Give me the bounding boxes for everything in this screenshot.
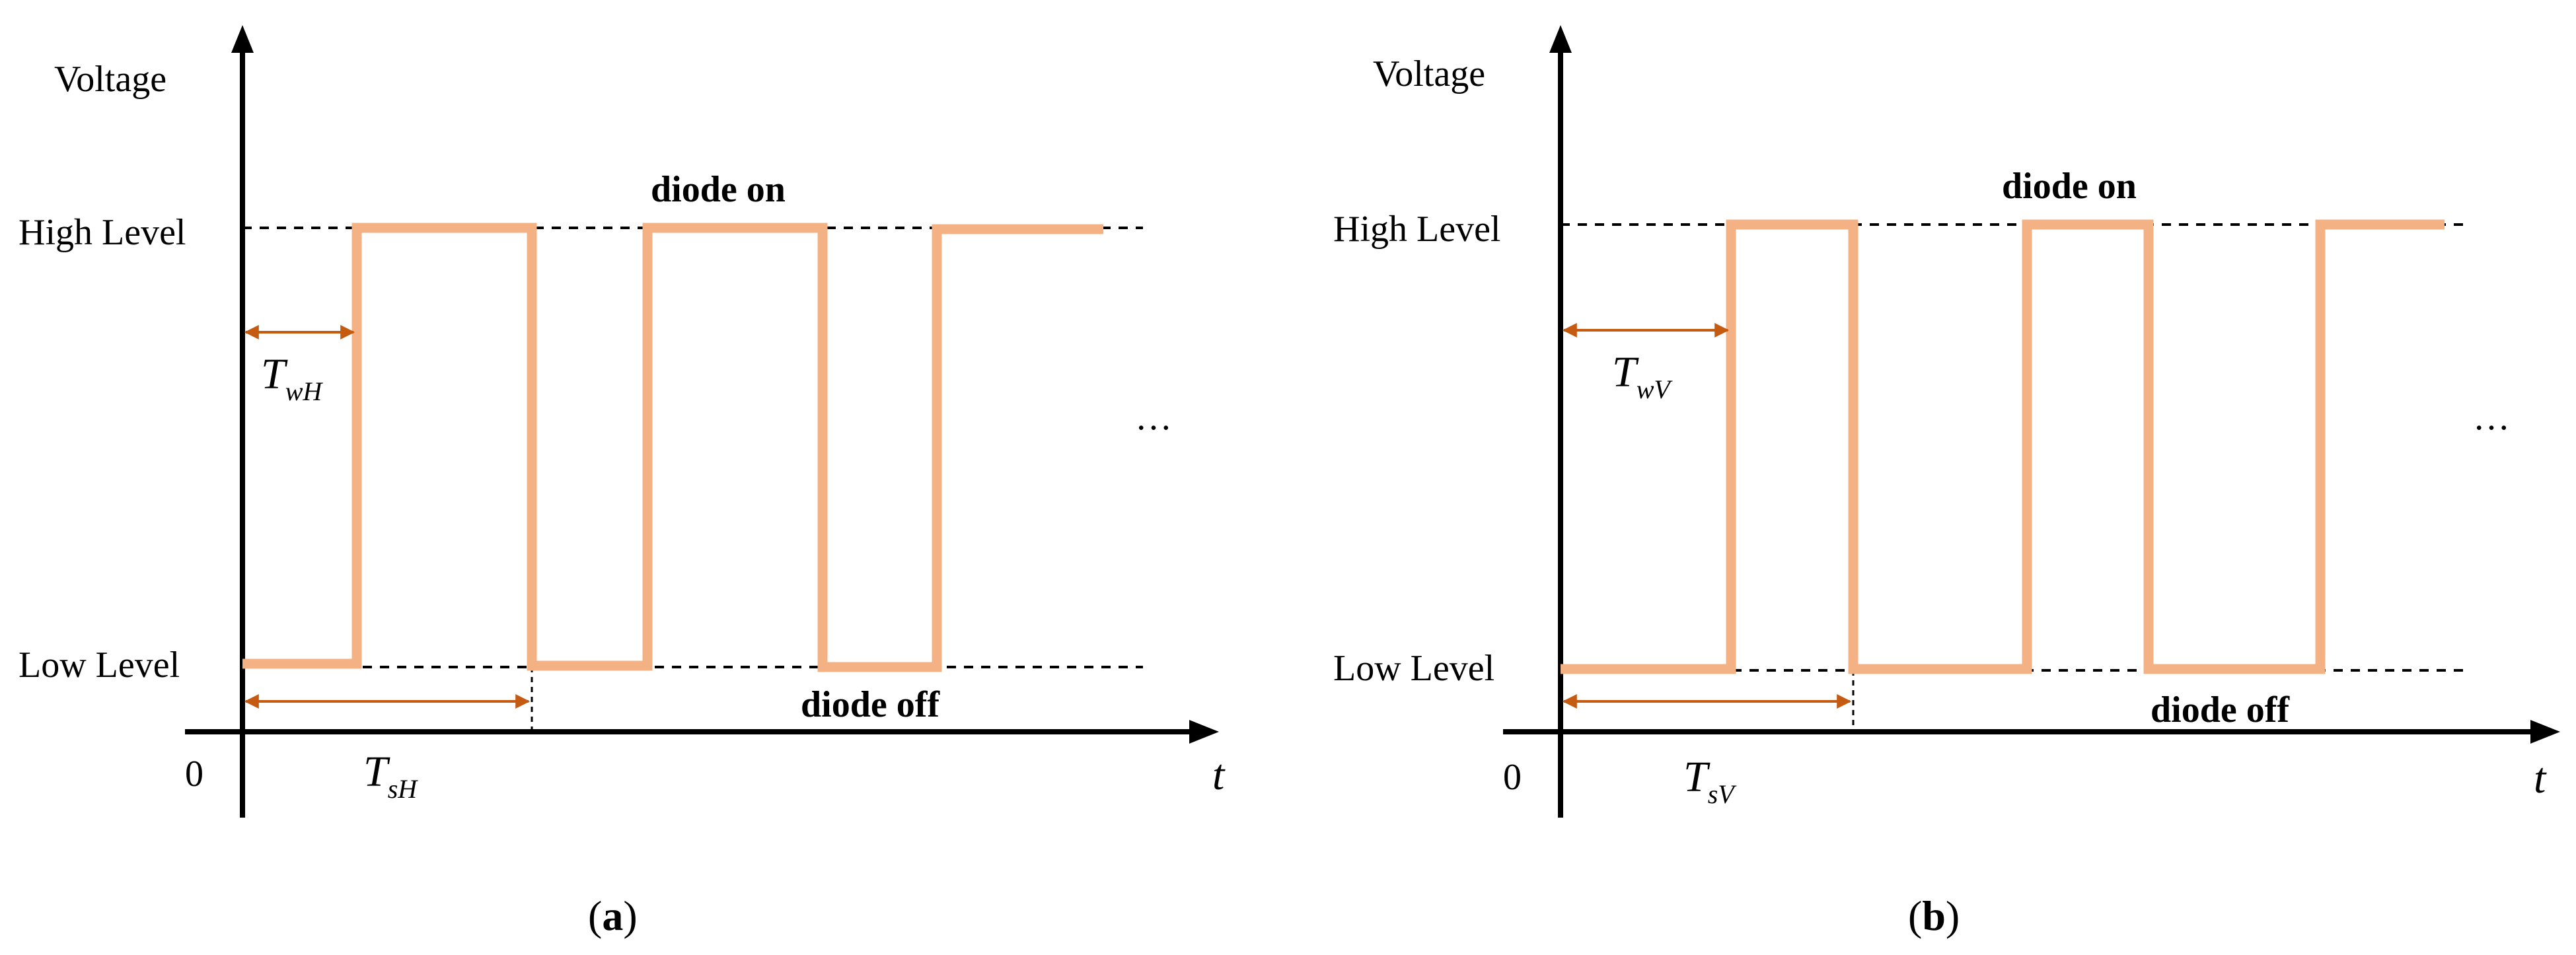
square-waveform-b: [1561, 219, 2445, 674]
high-level-label-b: High Level: [1333, 209, 1500, 250]
x-axis-arrowhead-b: [2530, 720, 2560, 744]
low-level-label-a: Low Level: [18, 645, 180, 686]
ellipsis-b: …: [2473, 397, 2510, 438]
x-axis-label-b: t: [2534, 754, 2547, 802]
ts-main-a: T: [363, 748, 390, 796]
tw-label-b: TwV: [1612, 348, 1673, 404]
tw-main-a: T: [261, 350, 288, 398]
caption-close-a: ): [623, 892, 637, 939]
caption-letter-a: a: [602, 892, 623, 939]
diode-on-label-a: diode on: [651, 169, 786, 210]
tw-sub-b: wV: [1637, 374, 1674, 404]
caption-close-b: ): [1946, 892, 1960, 939]
diode-off-label-b: diode off: [2151, 690, 2290, 730]
y-axis-arrowhead-b: [1549, 25, 1572, 53]
tw-label-a: TwH: [261, 350, 323, 406]
y-axis-arrowhead-a: [231, 25, 254, 53]
ellipsis-a: …: [1135, 397, 1172, 438]
ts-label-b: TsV: [1683, 753, 1737, 809]
tw-sub-a: wH: [285, 376, 324, 406]
ts-label-a: TsH: [363, 748, 418, 804]
caption-b: (b): [1908, 892, 1960, 939]
caption-open-b: (: [1908, 892, 1922, 939]
diode-on-label-b: diode on: [2002, 166, 2137, 207]
ts-main-b: T: [1683, 753, 1711, 801]
ts-sub-a: sH: [388, 774, 419, 804]
ts-sub-b: sV: [1708, 779, 1738, 809]
tw-main-b: T: [1612, 348, 1639, 396]
low-level-label-b: Low Level: [1333, 648, 1494, 689]
diode-off-label-a: diode off: [801, 684, 940, 725]
origin-label-a: 0: [185, 754, 203, 795]
panel-a: Voltage High Level Low Level 0 t diode o…: [18, 25, 1226, 939]
y-axis-label-b: Voltage: [1373, 53, 1485, 94]
caption-a: (a): [588, 892, 638, 939]
origin-label-b: 0: [1503, 757, 1522, 798]
caption-letter-b: b: [1922, 892, 1946, 939]
caption-open-a: (: [588, 892, 602, 939]
panel-b: Voltage High Level Low Level 0 t diode o…: [1333, 25, 2560, 939]
square-waveform-a: [242, 223, 1103, 672]
x-axis-arrowhead-a: [1189, 720, 1219, 744]
x-axis-label-a: t: [1212, 751, 1226, 799]
high-level-label-a: High Level: [18, 212, 186, 253]
y-axis-label-a: Voltage: [54, 59, 166, 100]
